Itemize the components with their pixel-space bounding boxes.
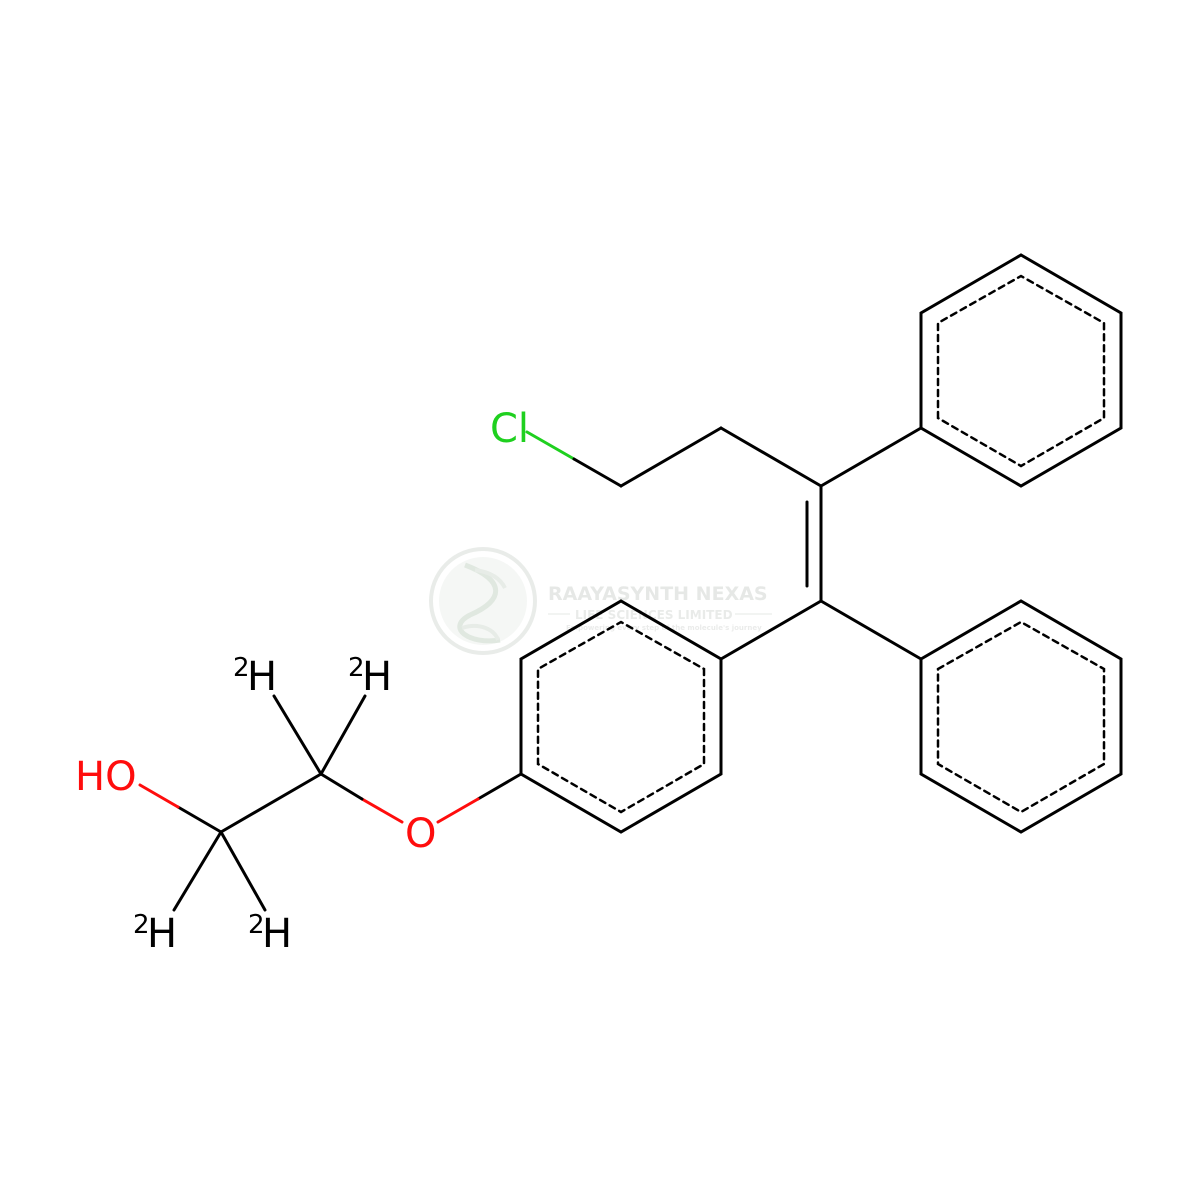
bond-c-d2: [319, 694, 367, 776]
bond-c-d4: [219, 830, 267, 912]
isotope-label-d3: 2: [133, 910, 150, 940]
ring-phenyl-top-aromatic: [936, 274, 1106, 468]
atom-deuterium-3: H: [147, 911, 177, 957]
bond-cd2-cd2: [219, 772, 323, 834]
atom-deuterium-1: H: [247, 654, 277, 700]
atom-hydroxyl: HO: [75, 754, 137, 800]
watermark: RAAYASYNTH NEXAS LIFE SCIENCES LIMITED E…: [429, 547, 772, 655]
bond-c-d3: [172, 830, 223, 912]
ring-phenylene-aromatic: [536, 620, 706, 814]
bond-o-cd2-red: [360, 797, 404, 824]
atom-deuterium-4: H: [262, 911, 292, 957]
watermark-company-subtitle: LIFE SCIENCES LIMITED: [575, 608, 733, 622]
watermark-dna-strand-icon: [461, 568, 507, 641]
bond-alkene-phenylene: [719, 599, 823, 661]
watermark-company-name: RAAYASYNTH NEXAS: [548, 583, 768, 605]
bond-ch2-ch2: [619, 426, 723, 488]
atom-chlorine: Cl: [490, 406, 529, 452]
bond-cl-c: [572, 457, 623, 488]
isotope-label-d1: 2: [233, 653, 250, 683]
bonds: [138, 253, 1123, 912]
atom-deuterium-2: H: [362, 654, 392, 700]
ring-phenyl-top: [919, 253, 1123, 488]
bond-alkene-phenyl-top: [819, 426, 923, 488]
bond-alkene-phenyl-bottom: [819, 599, 923, 661]
bond-cd2-oh-red: [138, 783, 180, 809]
isotope-label-d2: 2: [348, 653, 365, 683]
bond-aryl-o-red: [436, 797, 480, 824]
bond-c-d1: [272, 694, 323, 776]
bond-aryl-o: [476, 772, 523, 801]
watermark-logo-ring: [429, 547, 537, 655]
ring-phenyl-bottom-aromatic: [936, 620, 1106, 814]
watermark-dna-icon: [457, 562, 501, 644]
ring-phenylene: [519, 599, 723, 834]
ring-phenyl-bottom: [919, 599, 1123, 834]
bond-cd2-oh: [176, 805, 223, 834]
bond-cl-c-green: [525, 430, 576, 461]
atom-labels: Cl HO O 2 H 2 H 2 H 2 H: [75, 406, 529, 957]
watermark-tagline: Empowering every step of the molecule's …: [566, 624, 762, 632]
bond-o-cd2: [319, 772, 364, 801]
atom-ether-oxygen: O: [405, 811, 436, 857]
isotope-label-d4: 2: [248, 910, 265, 940]
bond-ch2-alkene: [719, 426, 823, 488]
